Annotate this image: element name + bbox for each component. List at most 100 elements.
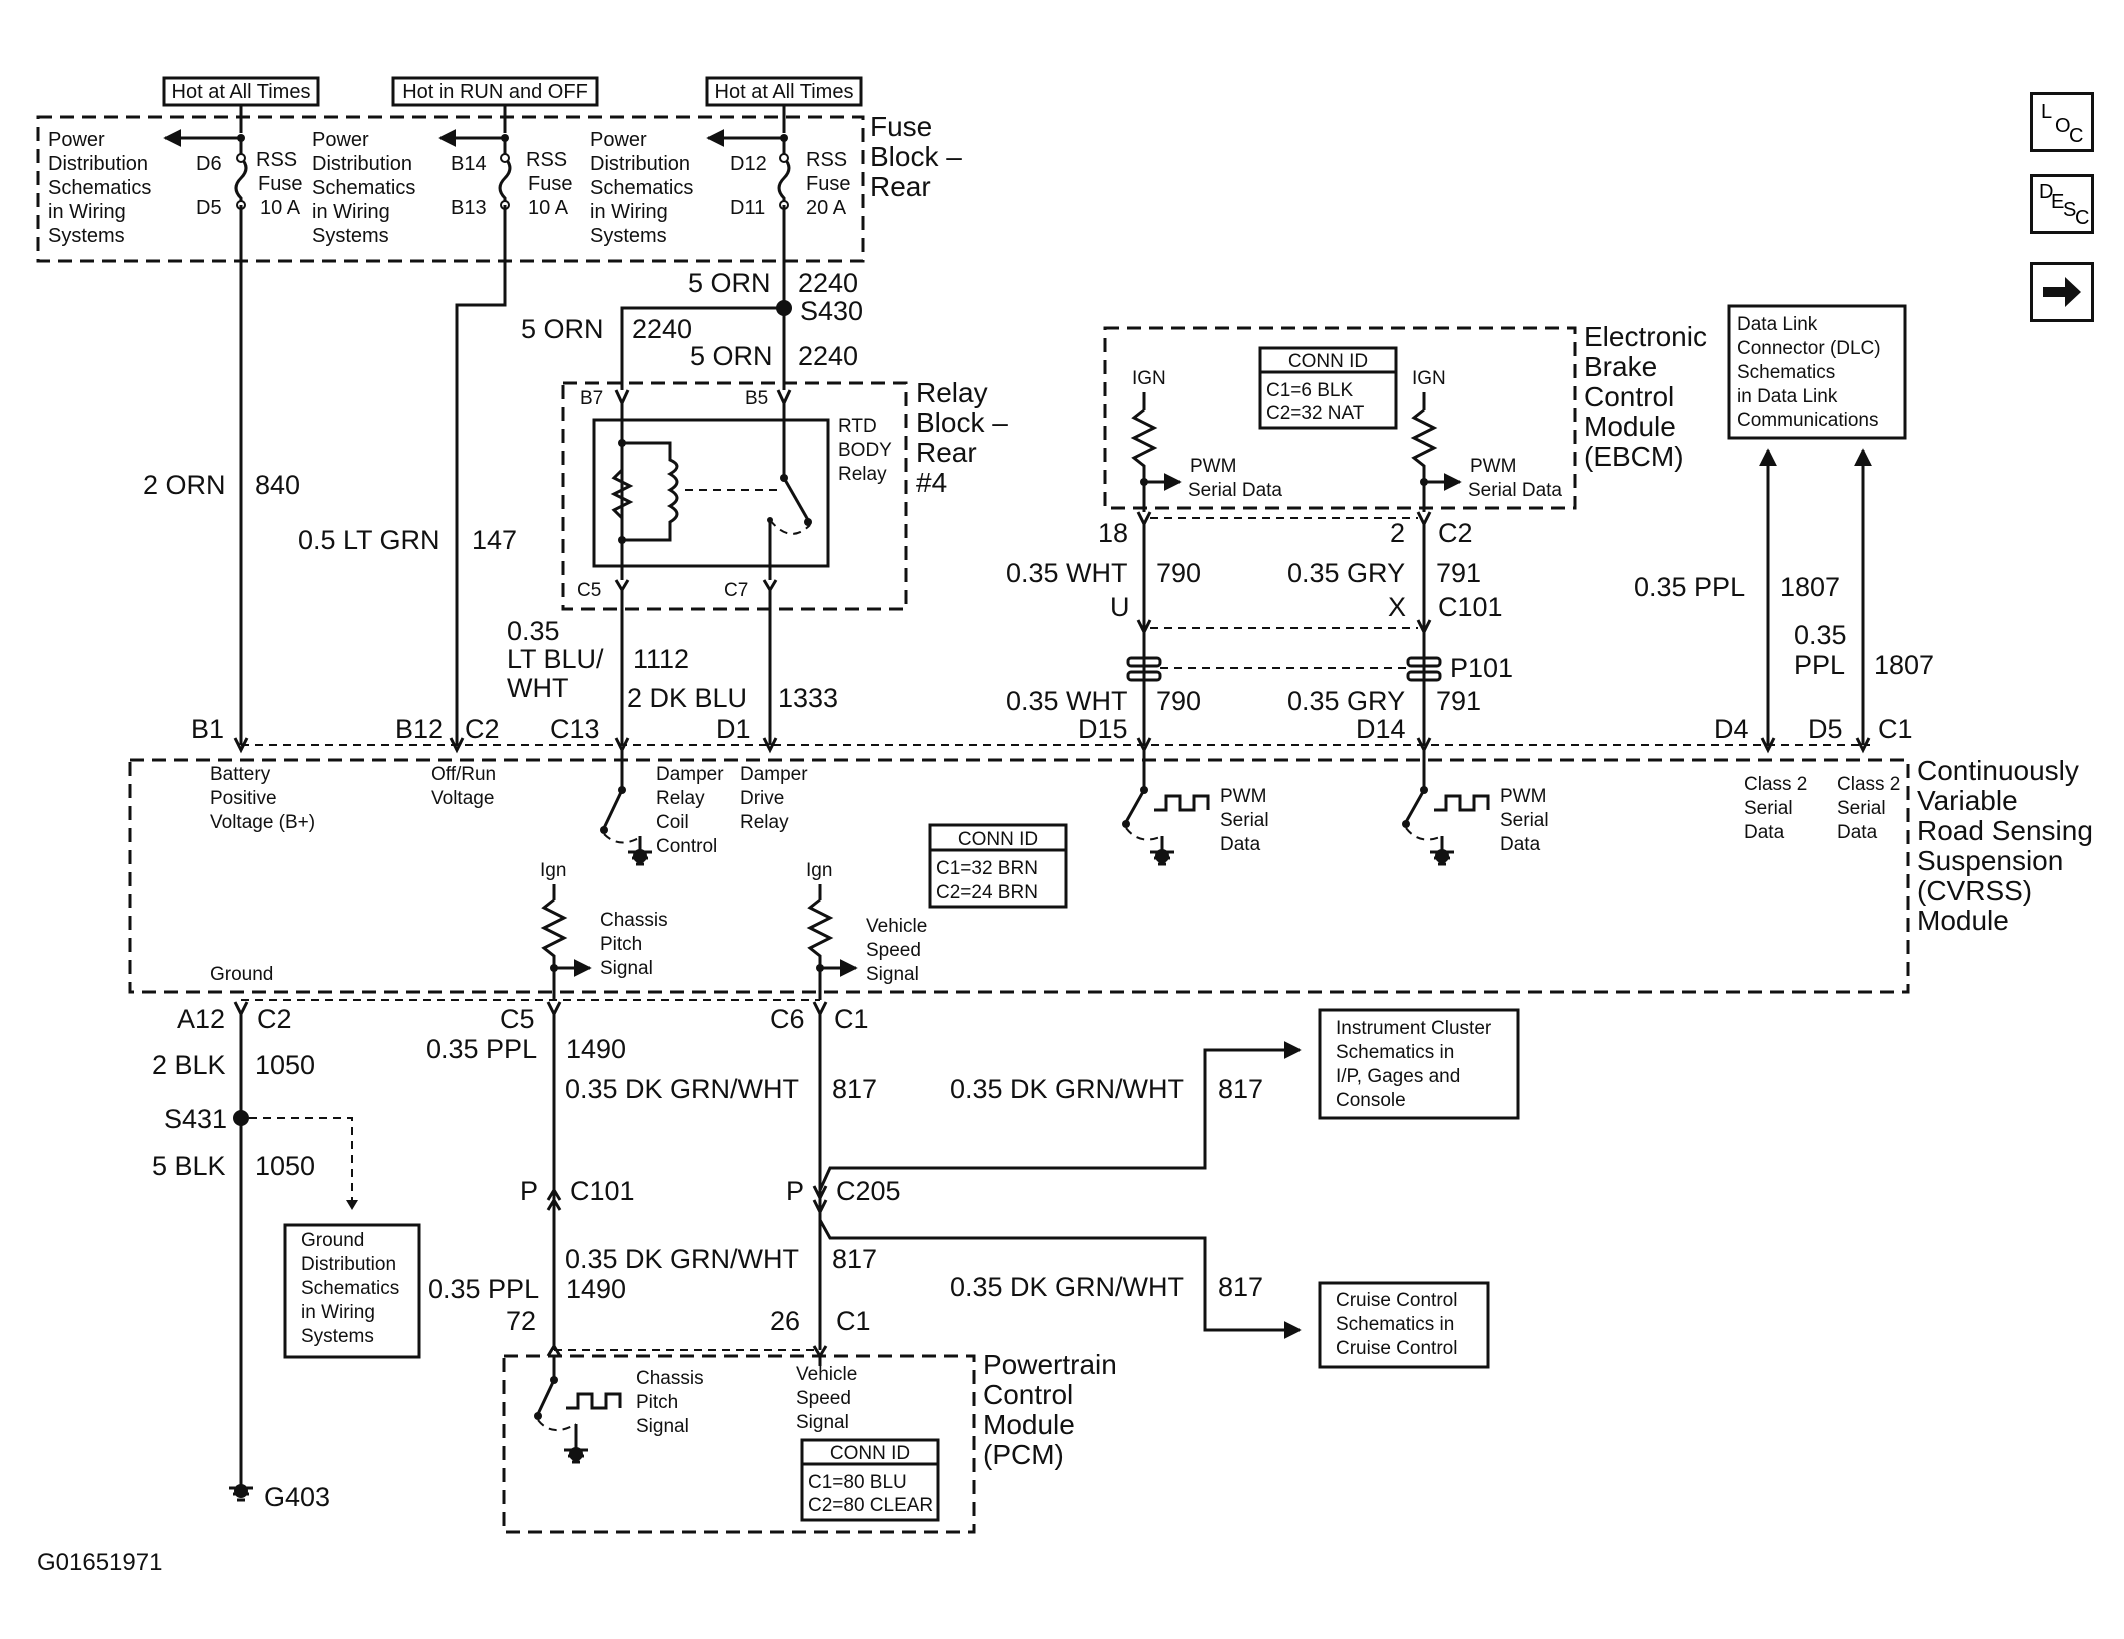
pin-b1: B1 bbox=[191, 714, 224, 744]
next-button[interactable] bbox=[2030, 262, 2094, 322]
wire-label: 2 BLK bbox=[152, 1050, 226, 1080]
loc-c: C bbox=[2069, 125, 2084, 147]
wire-label: 5 ORN bbox=[690, 341, 773, 371]
ground-symbol bbox=[1150, 849, 1174, 866]
dlc-line: Data Link bbox=[1737, 314, 1818, 335]
cvrss-conn-id: CONN ID bbox=[958, 829, 1038, 850]
wire-label: 0.35 PPL bbox=[1634, 572, 1745, 602]
wire-label: 2240 bbox=[798, 268, 858, 298]
ebcm-conn-id: CONN ID bbox=[1288, 351, 1368, 372]
fuse1-name: RSS bbox=[256, 149, 297, 171]
pin-d1: D1 bbox=[716, 714, 751, 744]
pcm: Chassis Pitch Signal Vehicle Speed Signa… bbox=[502, 1343, 1117, 1534]
pin-d15: D15 bbox=[1078, 714, 1128, 744]
fuse2-top-pin: B14 bbox=[451, 153, 487, 175]
pwm-serial: Data bbox=[1220, 834, 1261, 855]
pcm-vehicle: Signal bbox=[796, 1412, 849, 1433]
pin-a12: A12 bbox=[177, 1004, 225, 1034]
pd2-line: Power bbox=[312, 129, 369, 151]
cvrss-title: Module bbox=[1917, 905, 2009, 936]
pin-c6: C6 bbox=[770, 1004, 805, 1034]
cvrss-title: Continuously bbox=[1917, 755, 2079, 786]
wire-label: 817 bbox=[832, 1244, 877, 1274]
fuse2-name: RSS bbox=[526, 149, 567, 171]
cvrss-ign: Ign bbox=[806, 860, 832, 881]
pd2-line: Schematics bbox=[312, 177, 415, 199]
wire-label: 0.35 PPL bbox=[426, 1034, 537, 1064]
fuse1-bottom-pin: D5 bbox=[196, 197, 222, 219]
pd1-line: Schematics bbox=[48, 177, 151, 199]
wire-label: 0.35 WHT bbox=[1006, 558, 1128, 588]
pcm-title: Control bbox=[983, 1379, 1073, 1410]
damper-drive: Relay bbox=[740, 812, 789, 833]
wire-label: 2 DK BLU bbox=[627, 683, 747, 713]
c101-conn: C101 bbox=[570, 1176, 635, 1206]
wire-label: LT BLU/ bbox=[507, 644, 604, 674]
class2: Serial bbox=[1744, 798, 1793, 819]
cruise-line: Cruise Control bbox=[1336, 1338, 1457, 1359]
cvrss-offrun: Off/Run bbox=[431, 764, 496, 785]
wire-label: 0.35 DK GRN/WHT bbox=[950, 1074, 1184, 1104]
dlc-line: Communications bbox=[1737, 410, 1879, 431]
chassis-pitch: Signal bbox=[600, 958, 653, 979]
ebcm-ign: IGN bbox=[1132, 368, 1166, 389]
pcm-vehicle: Vehicle bbox=[796, 1364, 857, 1385]
ipc-line: Instrument Cluster bbox=[1336, 1018, 1492, 1039]
pcm-chassis: Pitch bbox=[636, 1392, 678, 1413]
desc-button[interactable]: D E S C bbox=[2030, 174, 2094, 234]
wire-label: 1807 bbox=[1780, 572, 1840, 602]
pd3-line: Systems bbox=[590, 225, 667, 247]
s430-label: S430 bbox=[800, 296, 863, 326]
wire-label: 0.35 DK GRN/WHT bbox=[950, 1272, 1184, 1302]
ebcm-pwm: Serial Data bbox=[1188, 480, 1282, 501]
wire-label: 791 bbox=[1436, 558, 1481, 588]
ground-dist-line: in Wiring bbox=[301, 1302, 375, 1323]
pd1-line: Systems bbox=[48, 225, 125, 247]
wire-label: 1490 bbox=[566, 1274, 626, 1304]
pcm-chassis: Chassis bbox=[636, 1368, 704, 1389]
g403-label: G403 bbox=[264, 1482, 330, 1512]
ground-dist-line: Systems bbox=[301, 1326, 374, 1347]
relay-block-title: Rear bbox=[916, 437, 977, 468]
cvrss-title: Suspension bbox=[1917, 845, 2063, 876]
pcm-title: (PCM) bbox=[983, 1439, 1064, 1470]
fuse-block-title: Rear bbox=[870, 171, 931, 202]
s431-label: S431 bbox=[164, 1104, 227, 1134]
fuse-block-title: Block – bbox=[870, 141, 962, 172]
vehicle-speed: Speed bbox=[866, 940, 921, 961]
wire-label: 1807 bbox=[1874, 650, 1934, 680]
inline-c101: C101 bbox=[1438, 592, 1503, 622]
wire-label: 790 bbox=[1156, 558, 1201, 588]
damper-coil: Coil bbox=[656, 812, 689, 833]
cvrss-ground: Ground bbox=[210, 964, 273, 985]
c205-conn: C205 bbox=[836, 1176, 901, 1206]
ebcm-pwm: PWM bbox=[1470, 456, 1516, 477]
pin-72: 72 bbox=[506, 1306, 536, 1336]
cvrss-title: (CVRSS) bbox=[1917, 875, 2032, 906]
figure-id: G01651971 bbox=[37, 1549, 162, 1576]
pin-d5: D5 bbox=[1808, 714, 1843, 744]
pd1-line: in Wiring bbox=[48, 201, 126, 223]
ipc-line: I/P, Gages and bbox=[1336, 1066, 1460, 1087]
ebcm-pin: 18 bbox=[1098, 518, 1128, 548]
wire-label: PPL bbox=[1794, 650, 1845, 680]
wire-label: 2 ORN bbox=[143, 470, 226, 500]
wire-label: 0.35 bbox=[1794, 620, 1847, 650]
wire-label: 817 bbox=[832, 1074, 877, 1104]
chassis-pitch: Chassis bbox=[600, 910, 668, 931]
cvrss-conn-line: C1=32 BRN bbox=[936, 858, 1038, 879]
pwm-serial: Data bbox=[1500, 834, 1541, 855]
wire-label: 1112 bbox=[633, 644, 689, 674]
fuse2-word: Fuse bbox=[528, 173, 572, 195]
cvrss-offrun: Voltage bbox=[431, 788, 494, 809]
pin-c2: C2 bbox=[465, 714, 500, 744]
cvrss-module: B1 B12 C2 C13 D1 D15 D14 D4 D5 C1 Batter… bbox=[128, 714, 2093, 1000]
wire-label: 147 bbox=[472, 525, 517, 555]
class2: Class 2 bbox=[1744, 774, 1807, 795]
loc-button[interactable]: L O C bbox=[2030, 92, 2094, 152]
chassis-pitch: Pitch bbox=[600, 934, 642, 955]
fuse-block-title: Fuse bbox=[870, 111, 932, 142]
wire-label: 0.35 GRY bbox=[1287, 558, 1405, 588]
ground-dist-line: Schematics bbox=[301, 1278, 399, 1299]
